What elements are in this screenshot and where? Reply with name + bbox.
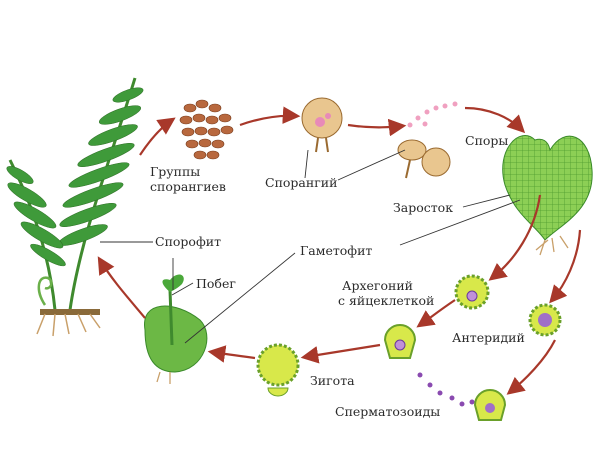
arrow-antheridium-to-release xyxy=(506,339,556,395)
archegonium-illustration xyxy=(454,274,490,310)
archegonium-fertilization-illustration xyxy=(383,324,417,359)
label-archegonium-line2: с яйцеклеткой xyxy=(338,293,434,308)
arrow-prothallus-to-antheridium xyxy=(549,229,582,304)
arrow-archegonium-to-fertilization xyxy=(416,299,456,328)
cycle-arrows xyxy=(97,106,582,395)
fern-sporophyte xyxy=(6,77,144,337)
label-sporangia-groups-line1: Группы xyxy=(150,164,200,179)
label-spermatozoids: Сперматозоиды xyxy=(335,404,440,419)
arrow-sporangium-to-spores xyxy=(347,118,407,137)
zygote-illustration xyxy=(256,343,300,397)
arrow-spores-to-prothallus xyxy=(464,106,526,134)
label-gametophyte: Гаметофит xyxy=(300,243,372,258)
spores-illustration xyxy=(407,101,458,128)
label-shoot: Побег xyxy=(196,276,236,291)
sporangium-illustration xyxy=(301,97,343,153)
opened-sporangium-illustration xyxy=(397,139,451,179)
antheridium-illustration xyxy=(528,303,562,337)
spermatozoids-illustration xyxy=(417,372,475,407)
label-spores: Споры xyxy=(465,133,508,148)
leader-lines xyxy=(100,149,521,344)
label-sporangia-groups-line2: спорангиев xyxy=(150,179,226,194)
arrow-sporophyte-to-sporangia xyxy=(139,117,176,156)
antheridium-releasing-illustration xyxy=(473,389,507,421)
arrow-young-to-sporophyte xyxy=(97,256,146,319)
label-prothallus: Заросток xyxy=(393,200,453,215)
arrow-sporangia-to-sporangium xyxy=(239,106,301,127)
sporangia-groups-illustration xyxy=(179,99,234,160)
arrow-to-zygote xyxy=(300,343,381,364)
label-sporangium: Спорангий xyxy=(265,175,337,190)
prothallus-illustration xyxy=(502,135,593,256)
arrow-prothallus-to-archegonium xyxy=(488,194,542,281)
label-archegonium-line1: Архегоний xyxy=(342,278,413,293)
label-sporophyte: Спорофит xyxy=(155,234,221,249)
label-antheridium: Антеридий xyxy=(452,330,525,345)
label-zygote: Зигота xyxy=(310,373,355,388)
arrow-zygote-to-young-sporophyte xyxy=(207,345,256,363)
